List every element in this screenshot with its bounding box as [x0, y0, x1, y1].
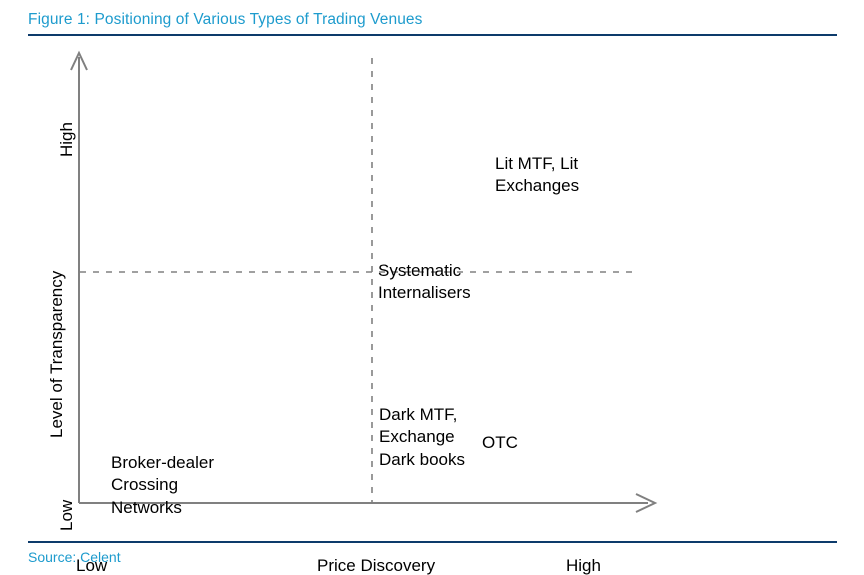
annotation-otc: OTC [482, 433, 518, 452]
axes-and-gridlines [70, 50, 658, 513]
title-divider [28, 34, 837, 36]
annotation-systematic-internalisers: Systematic Internalisers [378, 261, 471, 303]
y-axis-label-low: Low [57, 499, 76, 531]
source-divider [28, 541, 837, 543]
figure-title: Figure 1: Positioning of Various Types o… [28, 11, 423, 28]
annotation-dark-venues: Dark MTF, Exchange Dark books [379, 405, 465, 469]
annotation-broker-dealer-crossing-networks: Broker-dealer Crossing Networks [111, 453, 214, 517]
source-caption: Source: Celent [28, 549, 121, 565]
x-axis-title: Price Discovery [317, 556, 436, 575]
y-axis-label-high: High [57, 122, 76, 157]
x-axis [79, 493, 658, 513]
y-axis [70, 50, 88, 503]
y-axis-title: Level of Transparency [47, 270, 66, 438]
x-axis-label-low: Low [76, 556, 108, 575]
x-axis-label-high: High [566, 556, 601, 575]
annotation-lit-venues: Lit MTF, Lit Exchanges [495, 154, 580, 196]
plot-area: Lit MTF, Lit Exchanges Systematic Intern… [0, 40, 864, 575]
